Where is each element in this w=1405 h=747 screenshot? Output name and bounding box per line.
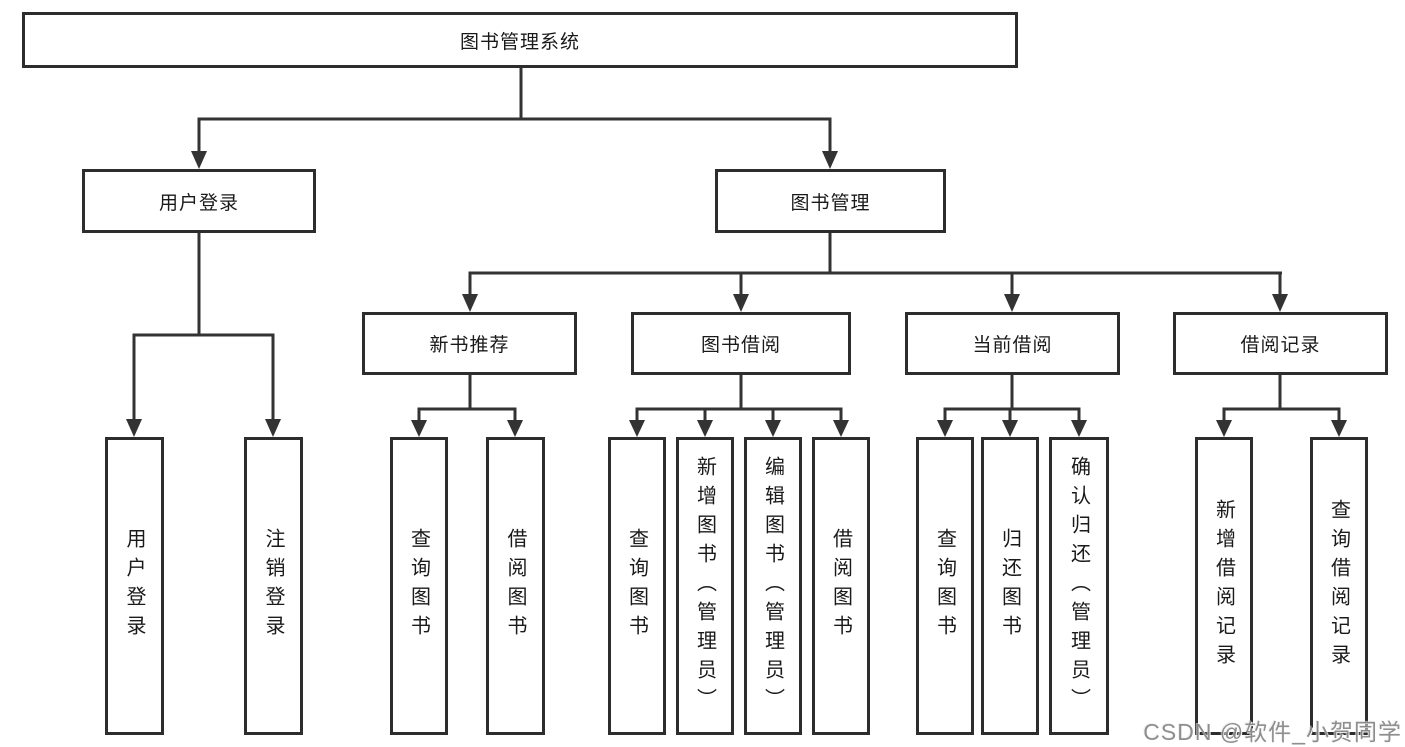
- leaf-add-borrow-record: 新增借阅记录: [1195, 437, 1253, 735]
- connector-bookborrow-to-leaves: [629, 375, 849, 437]
- node-current-borrowing: 当前借阅: [905, 312, 1120, 375]
- leaf-query-book-borrowing: 查询图书: [608, 437, 666, 735]
- node-user-login: 用户登录: [82, 169, 316, 233]
- node-book-borrowing: 图书借阅: [631, 312, 851, 375]
- leaf-query-borrow-record: 查询借阅记录: [1310, 437, 1368, 735]
- leaf-add-book-admin: 新增图书（管理员）: [676, 437, 734, 735]
- leaf-query-book-current: 查询图书: [916, 437, 974, 735]
- leaf-borrow-book-borrowing: 借阅图书: [812, 437, 870, 735]
- node-new-book-recommendation: 新书推荐: [362, 312, 577, 375]
- leaf-return-book: 归还图书: [981, 437, 1039, 735]
- leaf-edit-book-admin: 编辑图书（管理员）: [744, 437, 802, 735]
- connector-borrowrecord-to-leaves: [1216, 375, 1347, 437]
- leaf-logout: 注销登录: [244, 437, 303, 735]
- connector-userlogin-to-leaves: [126, 233, 281, 437]
- leaf-confirm-return-admin: 确认归还（管理员）: [1049, 437, 1109, 735]
- csdn-watermark: CSDN @软件_小贺同学: [1143, 719, 1402, 745]
- node-book-management: 图书管理: [715, 169, 946, 233]
- connector-newbook-to-leaves: [411, 375, 523, 437]
- node-library-management-system: 图书管理系统: [22, 12, 1018, 68]
- connector-bookmgmt-to-level3: [462, 233, 1288, 312]
- connector-currentborrow-to-leaves: [937, 375, 1087, 437]
- node-borrowing-records: 借阅记录: [1173, 312, 1388, 375]
- leaf-query-book-newbook: 查询图书: [390, 437, 448, 735]
- leaf-borrow-book-newbook: 借阅图书: [486, 437, 545, 735]
- connector-root-to-level2: [191, 68, 838, 169]
- leaf-user-login: 用户登录: [105, 437, 164, 735]
